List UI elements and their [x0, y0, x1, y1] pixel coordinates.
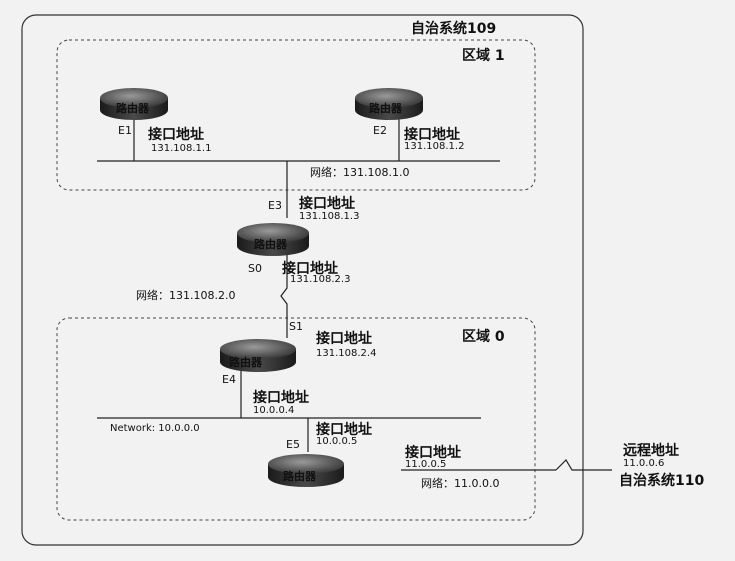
- e5-label: 接口地址: [316, 422, 372, 438]
- network-label-3: Network: 10.0.0.0: [110, 423, 200, 434]
- remote-ip: 11.0.0.6: [623, 458, 665, 469]
- as110-label: 自治系统110: [619, 473, 705, 489]
- area1-label: 区域 1: [462, 48, 505, 64]
- s0-label: 接口地址: [282, 261, 338, 277]
- e4-ip: 10.0.0.4: [253, 405, 295, 416]
- router-top-left: [100, 88, 168, 120]
- e3-ip: 131.108.1.3: [299, 211, 360, 222]
- router-bottom: [268, 454, 344, 487]
- e2-label: 接口地址: [404, 127, 460, 143]
- s1-ip: 131.108.2.4: [316, 348, 377, 359]
- router-top-right: [355, 88, 423, 120]
- router-label-area0: 路由器: [229, 356, 262, 369]
- remote-label: 远程地址: [623, 443, 679, 459]
- s0-ip: 131.108.2.3: [290, 274, 351, 285]
- network-label-4: 网络：11.0.0.0: [421, 477, 500, 490]
- remote-link: [555, 459, 612, 471]
- port-e3: E3: [268, 199, 282, 212]
- port-e5: E5: [286, 438, 300, 451]
- e1-ip: 131.108.1.1: [151, 143, 212, 154]
- port-e2: E2: [373, 124, 387, 137]
- port-s0: S0: [248, 262, 262, 275]
- e5-out-label: 接口地址: [405, 445, 461, 461]
- e3-label: 接口地址: [299, 196, 355, 212]
- e5-out-ip: 11.0.0.5: [405, 459, 447, 470]
- port-e1: E1: [118, 124, 132, 137]
- area0-label: 区域 0: [462, 329, 505, 345]
- router-area0: [220, 339, 296, 372]
- port-e4: E4: [222, 373, 236, 386]
- e2-ip: 131.108.1.2: [404, 141, 465, 152]
- as109-boundary: [21, 14, 584, 546]
- e5-ip: 10.0.0.5: [316, 436, 358, 447]
- as109-label: 自治系统109: [411, 21, 497, 37]
- router-label-middle: 路由器: [254, 238, 287, 251]
- router-label-bottom: 路由器: [283, 470, 316, 483]
- router-label-top-left: 路由器: [116, 102, 149, 115]
- s1-label: 接口地址: [316, 331, 372, 347]
- e1-label: 接口地址: [148, 127, 204, 143]
- serial-link: [280, 255, 288, 338]
- port-s1: S1: [289, 320, 303, 333]
- network-label-2: 网络：131.108.2.0: [136, 289, 236, 302]
- e4-label: 接口地址: [253, 390, 309, 406]
- area1-boundary: [56, 39, 536, 191]
- area0-boundary: [56, 317, 536, 521]
- router-middle: [237, 223, 309, 256]
- network-label-1: 网络：131.108.1.0: [310, 166, 410, 179]
- router-label-top-right: 路由器: [369, 102, 402, 115]
